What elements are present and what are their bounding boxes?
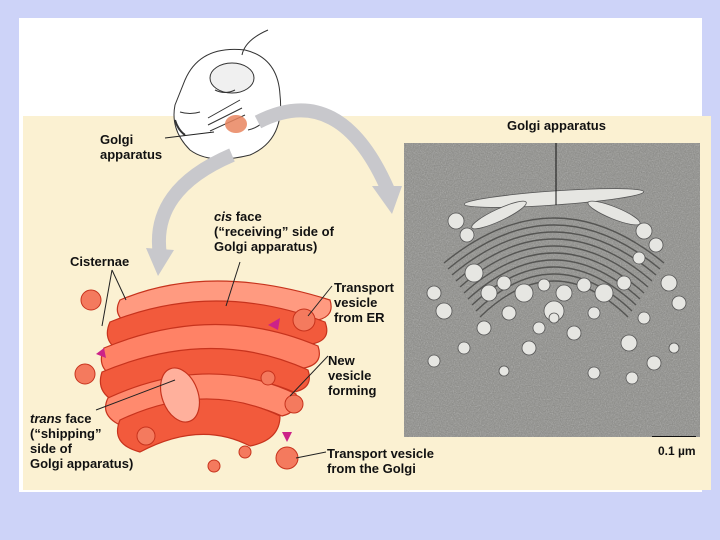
- scale-bar-label: 0.1 µm: [658, 444, 696, 459]
- label-text: face: [62, 411, 92, 426]
- label-transport-vesicle-er: Transport vesicle from ER: [334, 280, 394, 325]
- golgi-illustration: [100, 281, 331, 452]
- label-cisternae: Cisternae: [70, 254, 129, 269]
- arrow-to-micrograph-head: [372, 186, 402, 214]
- label-line: vesicle: [328, 368, 376, 383]
- cell-sketch: [174, 30, 281, 159]
- label-line: from the Golgi: [327, 461, 434, 476]
- label-line: Transport vesicle: [327, 446, 434, 461]
- label-golgi-apparatus-cell: Golgi apparatus: [100, 132, 162, 162]
- label-line: side of: [30, 441, 133, 456]
- label-trans-face: trans face (“shipping” side of Golgi app…: [30, 411, 133, 471]
- label-new-vesicle: New vesicle forming: [328, 353, 376, 398]
- golgi-sketch-highlight: [225, 115, 247, 133]
- label-line: Golgi apparatus): [30, 456, 133, 471]
- label-line: from ER: [334, 310, 394, 325]
- label-line: cis face: [214, 209, 334, 224]
- label-line: (“shipping”: [30, 426, 133, 441]
- label-cis-face: cis face (“receiving” side of Golgi appa…: [214, 209, 334, 254]
- label-line: apparatus: [100, 147, 162, 162]
- label-term: cis: [214, 209, 232, 224]
- label-line: (“receiving” side of: [214, 224, 334, 239]
- arrow-to-illustration-head: [146, 248, 174, 276]
- label-line: vesicle: [334, 295, 394, 310]
- label-line: trans face: [30, 411, 133, 426]
- label-golgi-apparatus-micrograph: Golgi apparatus: [507, 118, 606, 133]
- label-text: face: [232, 209, 262, 224]
- label-line: Golgi apparatus): [214, 239, 334, 254]
- label-term: trans: [30, 411, 62, 426]
- label-line: Transport: [334, 280, 394, 295]
- label-line: New: [328, 353, 376, 368]
- label-transport-vesicle-golgi: Transport vesicle from the Golgi: [327, 446, 434, 476]
- label-line: Golgi: [100, 132, 162, 147]
- label-line: forming: [328, 383, 376, 398]
